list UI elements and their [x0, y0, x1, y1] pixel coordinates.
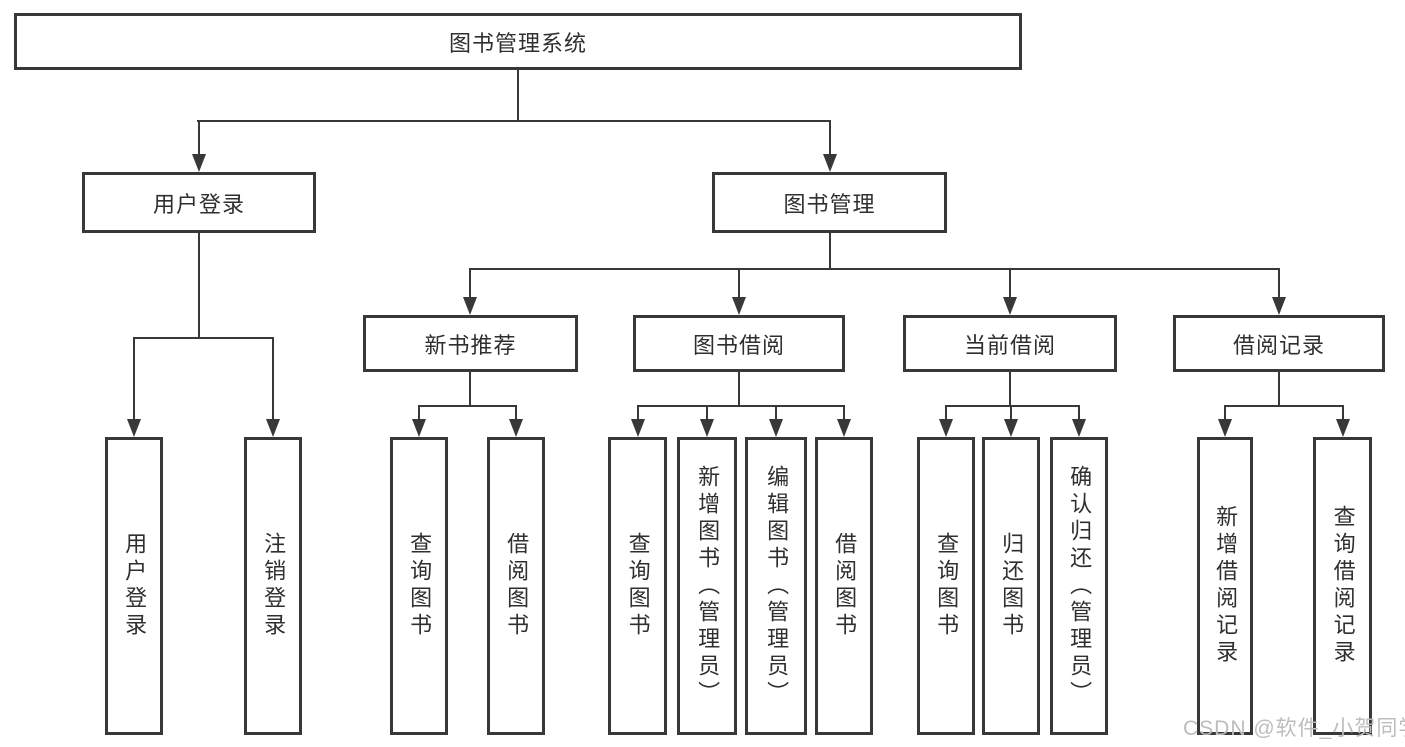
arrowhead-down [939, 419, 953, 437]
connector-line [637, 405, 845, 407]
connector-line [1224, 405, 1226, 419]
arrowhead-down [412, 419, 426, 437]
connector-line [775, 405, 777, 419]
leaf-borrow-books-recommend: 借阅图书 [487, 437, 545, 735]
leaf-user-login: 用户登录 [105, 437, 163, 735]
connector-line [1224, 405, 1343, 407]
connector-line [133, 337, 274, 339]
arrowhead-down [1072, 419, 1086, 437]
arrowhead-down [127, 419, 141, 437]
leaf-query-books-recommend: 查询图书 [390, 437, 448, 735]
connector-line [198, 233, 200, 337]
arrowhead-down [509, 419, 523, 437]
connector-line [738, 268, 740, 297]
connector-line [829, 233, 831, 268]
connector-line [945, 405, 1080, 407]
connector-line [1010, 405, 1012, 419]
connector-line [1009, 268, 1011, 297]
node-book-borrowing: 图书借阅 [633, 315, 845, 372]
connector-line [197, 120, 831, 122]
leaf-edit-books-admin: 编辑图书（管理员） [745, 437, 807, 735]
connector-line [470, 268, 1280, 270]
leaf-query-books-current: 查询图书 [917, 437, 975, 735]
connector-line [843, 405, 845, 419]
connector-line [1078, 405, 1080, 419]
leaf-query-borrow-record: 查询借阅记录 [1313, 437, 1372, 735]
leaf-confirm-return-admin: 确认归还（管理员） [1050, 437, 1108, 735]
connector-line [1278, 268, 1280, 297]
arrowhead-down [700, 419, 714, 437]
connector-line [706, 405, 708, 419]
connector-line [198, 120, 200, 154]
arrowhead-down [732, 297, 746, 315]
leaf-borrow-books: 借阅图书 [815, 437, 873, 735]
arrowhead-down [1336, 419, 1350, 437]
arrowhead-down [266, 419, 280, 437]
leaf-query-books-borrowing: 查询图书 [608, 437, 667, 735]
connector-line [469, 372, 471, 405]
connector-line [1278, 372, 1280, 405]
connector-line [738, 372, 740, 405]
connector-line [945, 405, 947, 419]
node-user-login: 用户登录 [82, 172, 316, 233]
connector-line [829, 120, 831, 154]
connector-line [1009, 372, 1011, 405]
node-borrowing-records: 借阅记录 [1173, 315, 1385, 372]
connector-line [517, 70, 519, 120]
connector-line [637, 405, 639, 419]
arrowhead-down [1003, 297, 1017, 315]
node-new-book-recommendation: 新书推荐 [363, 315, 578, 372]
connector-line [418, 405, 420, 419]
arrowhead-down [192, 154, 206, 172]
watermark: CSDN @软件_小贺同学 [1183, 717, 1405, 740]
node-book-management: 图书管理 [712, 172, 947, 233]
connector-line [1342, 405, 1344, 419]
arrowhead-down [1272, 297, 1286, 315]
arrowhead-down [1004, 419, 1018, 437]
connector-line [418, 405, 517, 407]
connector-line [133, 337, 135, 419]
arrowhead-down [769, 419, 783, 437]
arrowhead-down [631, 419, 645, 437]
leaf-add-borrow-record: 新增借阅记录 [1197, 437, 1253, 735]
leaf-add-books-admin: 新增图书（管理员） [677, 437, 737, 735]
node-current-borrowing: 当前借阅 [903, 315, 1117, 372]
leaf-return-books: 归还图书 [982, 437, 1040, 735]
arrowhead-down [463, 297, 477, 315]
connector-line [272, 337, 274, 419]
connector-line [515, 405, 517, 419]
node-library-management-system: 图书管理系统 [14, 13, 1022, 70]
arrowhead-down [823, 154, 837, 172]
arrowhead-down [837, 419, 851, 437]
leaf-logout: 注销登录 [244, 437, 302, 735]
connector-line [469, 268, 471, 297]
arrowhead-down [1218, 419, 1232, 437]
